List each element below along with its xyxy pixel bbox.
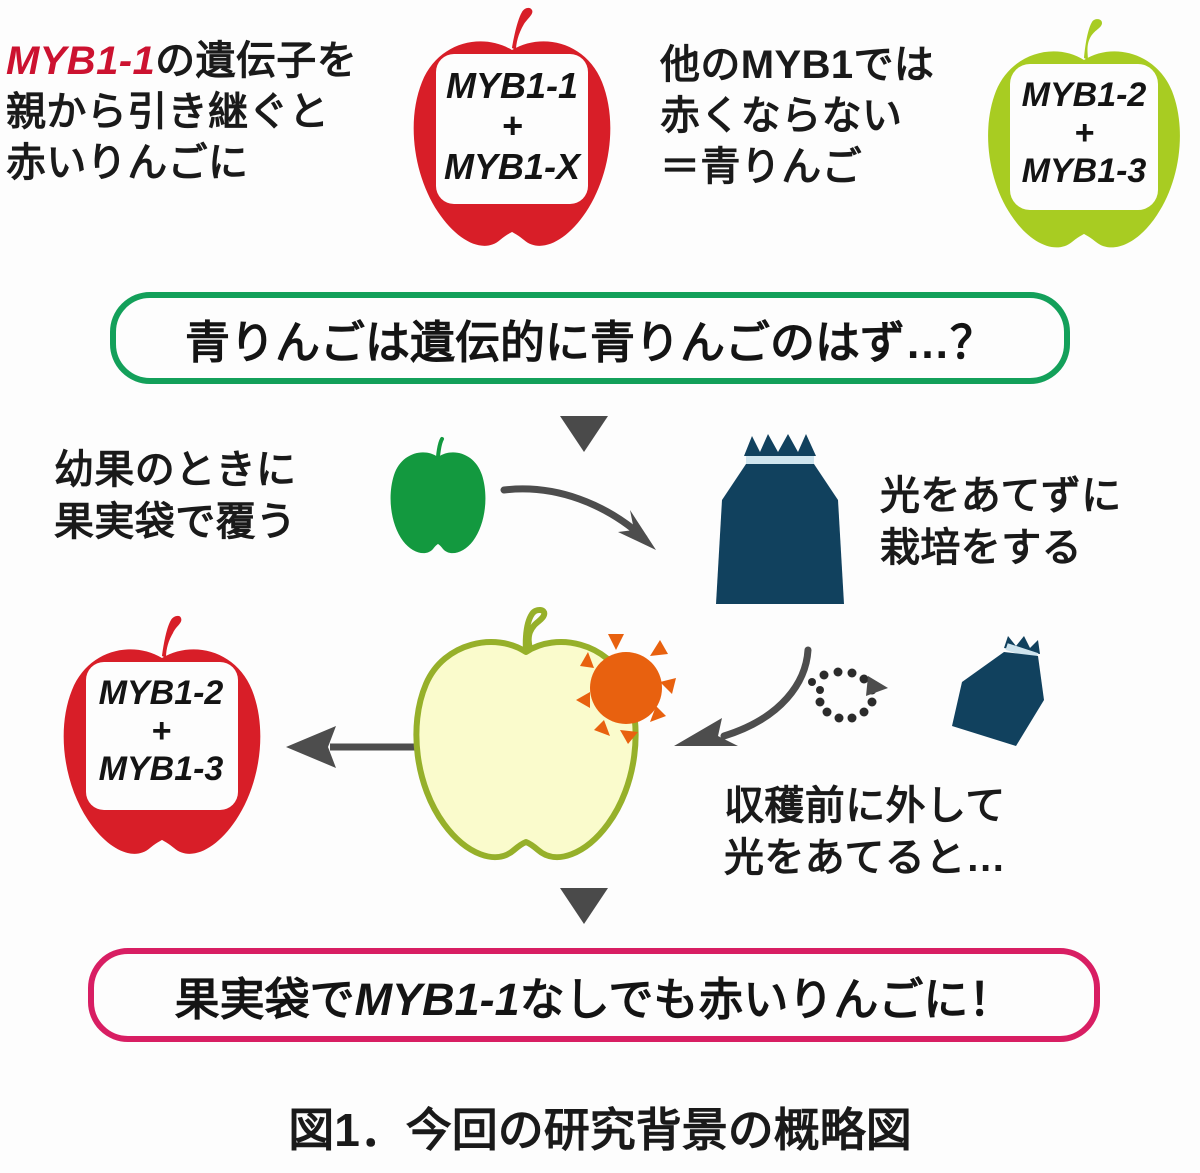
pink-banner-text: 果実袋でMYB1-1なしでも赤いりんごに！ bbox=[175, 963, 1014, 1028]
mid-right-caption: 光をあてずに栽培をする bbox=[880, 470, 1190, 574]
mid-right-line1: 光をあてずに bbox=[880, 474, 1122, 518]
red-apple-result: MYB1-2 + MYB1-3 bbox=[52, 612, 270, 874]
lower-right-caption: 収穫前に外して光をあてると… bbox=[724, 780, 1074, 884]
mid-left-line2: 果実袋で覆う bbox=[54, 500, 297, 544]
pink-banner-prefix: 果実袋で bbox=[174, 973, 355, 1025]
mid-left-caption: 幼果のときに果実袋で覆う bbox=[54, 444, 384, 548]
green-apple-myb1-2: MYB1-2 + MYB1-3 bbox=[978, 16, 1190, 266]
arrow-glyph bbox=[500, 485, 656, 550]
pale-bagged-apple bbox=[398, 604, 676, 886]
mid-left-line1: 幼果のときに bbox=[54, 448, 297, 492]
arrow-glyph bbox=[674, 646, 888, 746]
top-left-line2: 親から引き継ぐと bbox=[6, 90, 330, 135]
top-right-line3: ＝青りんご bbox=[660, 145, 862, 190]
top-left-line3: 赤いりんごに bbox=[6, 141, 249, 186]
triangle-glyph bbox=[560, 416, 608, 452]
sun-icon bbox=[576, 634, 676, 744]
bag-icon bbox=[952, 636, 1044, 746]
pink-banner-gene: MYB1-1 bbox=[354, 973, 520, 1025]
low-right-line2: 光をあてると… bbox=[724, 836, 1006, 880]
apple-shape-icon bbox=[63, 615, 261, 854]
figure-caption: 図1．今回の研究背景の概略図 bbox=[288, 1104, 912, 1156]
pink-banner-suffix: なしでも赤いりんごに！ bbox=[519, 973, 1014, 1025]
green-banner-text: 青りんごは遺伝的に青りんごのはず…？ bbox=[184, 316, 995, 368]
triangle-down-icon-top bbox=[556, 412, 612, 454]
arrow-glyph bbox=[286, 726, 422, 768]
curved-arrow-to-bag bbox=[496, 466, 682, 568]
apple-shape-icon bbox=[413, 7, 611, 246]
removed-fruit-bag bbox=[946, 634, 1062, 754]
curved-arrow-bag-removal bbox=[652, 642, 888, 768]
fruit-bag-on-apple bbox=[704, 428, 856, 610]
top-left-caption: MYB1-1の遺伝子を親から引き継ぐと赤いりんごに bbox=[6, 36, 406, 190]
top-right-line2: 赤くならない bbox=[660, 94, 903, 139]
apple-shape-icon bbox=[413, 607, 676, 861]
bag-icon bbox=[716, 434, 844, 604]
green-banner: 青りんごは遺伝的に青りんごのはず…？ bbox=[110, 292, 1070, 384]
gene-label-myb1-1: MYB1-1 bbox=[6, 39, 156, 83]
young-green-apple bbox=[386, 437, 490, 554]
pink-banner: 果実袋でMYB1-1なしでも赤いりんごに！ bbox=[88, 948, 1100, 1042]
top-left-line1-rest: の遺伝子を bbox=[155, 39, 358, 83]
top-right-caption: 他のMYB1では赤くならない ＝青りんご bbox=[660, 40, 1010, 194]
red-apple-myb1-1: MYB1-1 + MYB1-X bbox=[404, 4, 620, 266]
apple-shape-icon bbox=[390, 437, 486, 554]
mid-right-line2: 栽培をする bbox=[880, 526, 1082, 570]
triangle-down-icon-bottom bbox=[556, 884, 612, 926]
apple-shape-icon bbox=[988, 19, 1180, 248]
triangle-glyph bbox=[560, 888, 608, 924]
low-right-line1: 収穫前に外して bbox=[724, 784, 1006, 828]
straight-arrow-to-red-apple bbox=[284, 716, 424, 778]
top-right-line1: 他のMYB1では bbox=[660, 43, 935, 87]
